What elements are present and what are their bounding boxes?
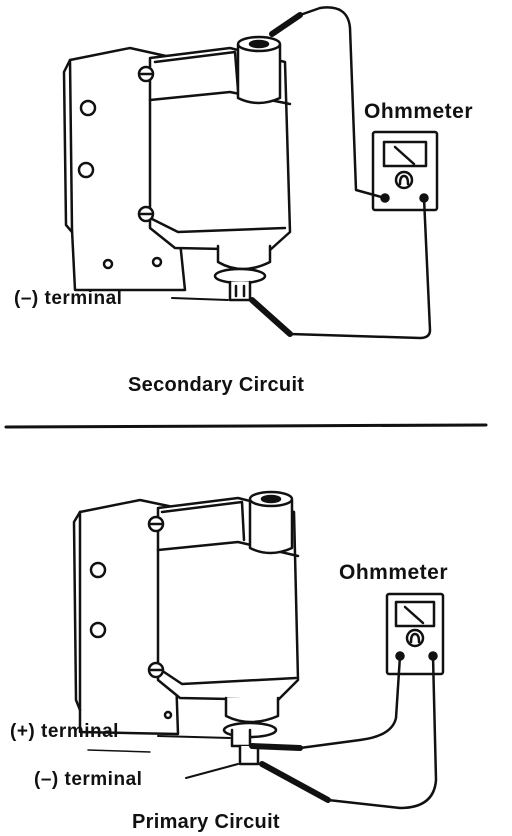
bottom-minus-leader [185,763,239,779]
top-bracket-flange [62,58,74,234]
bottom-panel-caption: Primary Circuit [132,811,280,833]
top-minus-terminal-label: (–) terminal [14,288,123,309]
top-test-leads [249,6,432,340]
bottom-plus-terminal [230,728,252,748]
bottom-ohmmeter [385,592,445,676]
top-ohmmeter-needle [393,145,416,166]
top-ignition-coil [62,35,292,302]
bottom-minus-terminal-label: (–) terminal [34,769,143,790]
top-ohmmeter-dial [382,140,428,168]
top-terminal-leader [171,297,229,301]
top-bracket-hole-upper [79,99,97,117]
bottom-plus-leader [157,735,231,739]
top-probe-terminal [249,297,293,337]
top-bracket-hole-lower [77,161,95,179]
top-ohmmeter-knob [394,170,414,190]
top-coil-base-ring [213,267,267,285]
bottom-probe-minus [259,761,331,803]
bottom-ignition-coil [72,490,300,766]
top-coil-tower [236,43,282,105]
panel-divider [4,423,488,429]
bottom-ohmmeter-dial [394,600,436,628]
bottom-coil-tower [248,498,294,555]
bottom-ohmmeter-needle [403,605,425,625]
top-probe-tower [269,12,303,37]
bottom-probe-plus [249,743,303,751]
top-panel-caption: Secondary Circuit [128,374,305,396]
bottom-ohmmeter-knob [405,628,425,648]
top-lead-tower [298,6,387,200]
top-minus-terminal [228,280,252,302]
bottom-plus-terminal-label: (+) terminal [10,721,119,742]
top-lead-terminal [288,196,432,340]
bottom-minus-terminal [238,744,260,766]
bottom-test-leads [249,654,438,810]
bottom-lead-minus [326,654,438,810]
bottom-bracket-hole-upper [89,561,107,579]
top-ohmmeter [371,130,439,212]
bottom-lead-plus [298,654,402,750]
top-ohmmeter-label: Ohmmeter [364,100,474,123]
bottom-bracket-hole-lower [89,621,107,639]
bottom-ohmmeter-label: Ohmmeter [339,561,449,584]
